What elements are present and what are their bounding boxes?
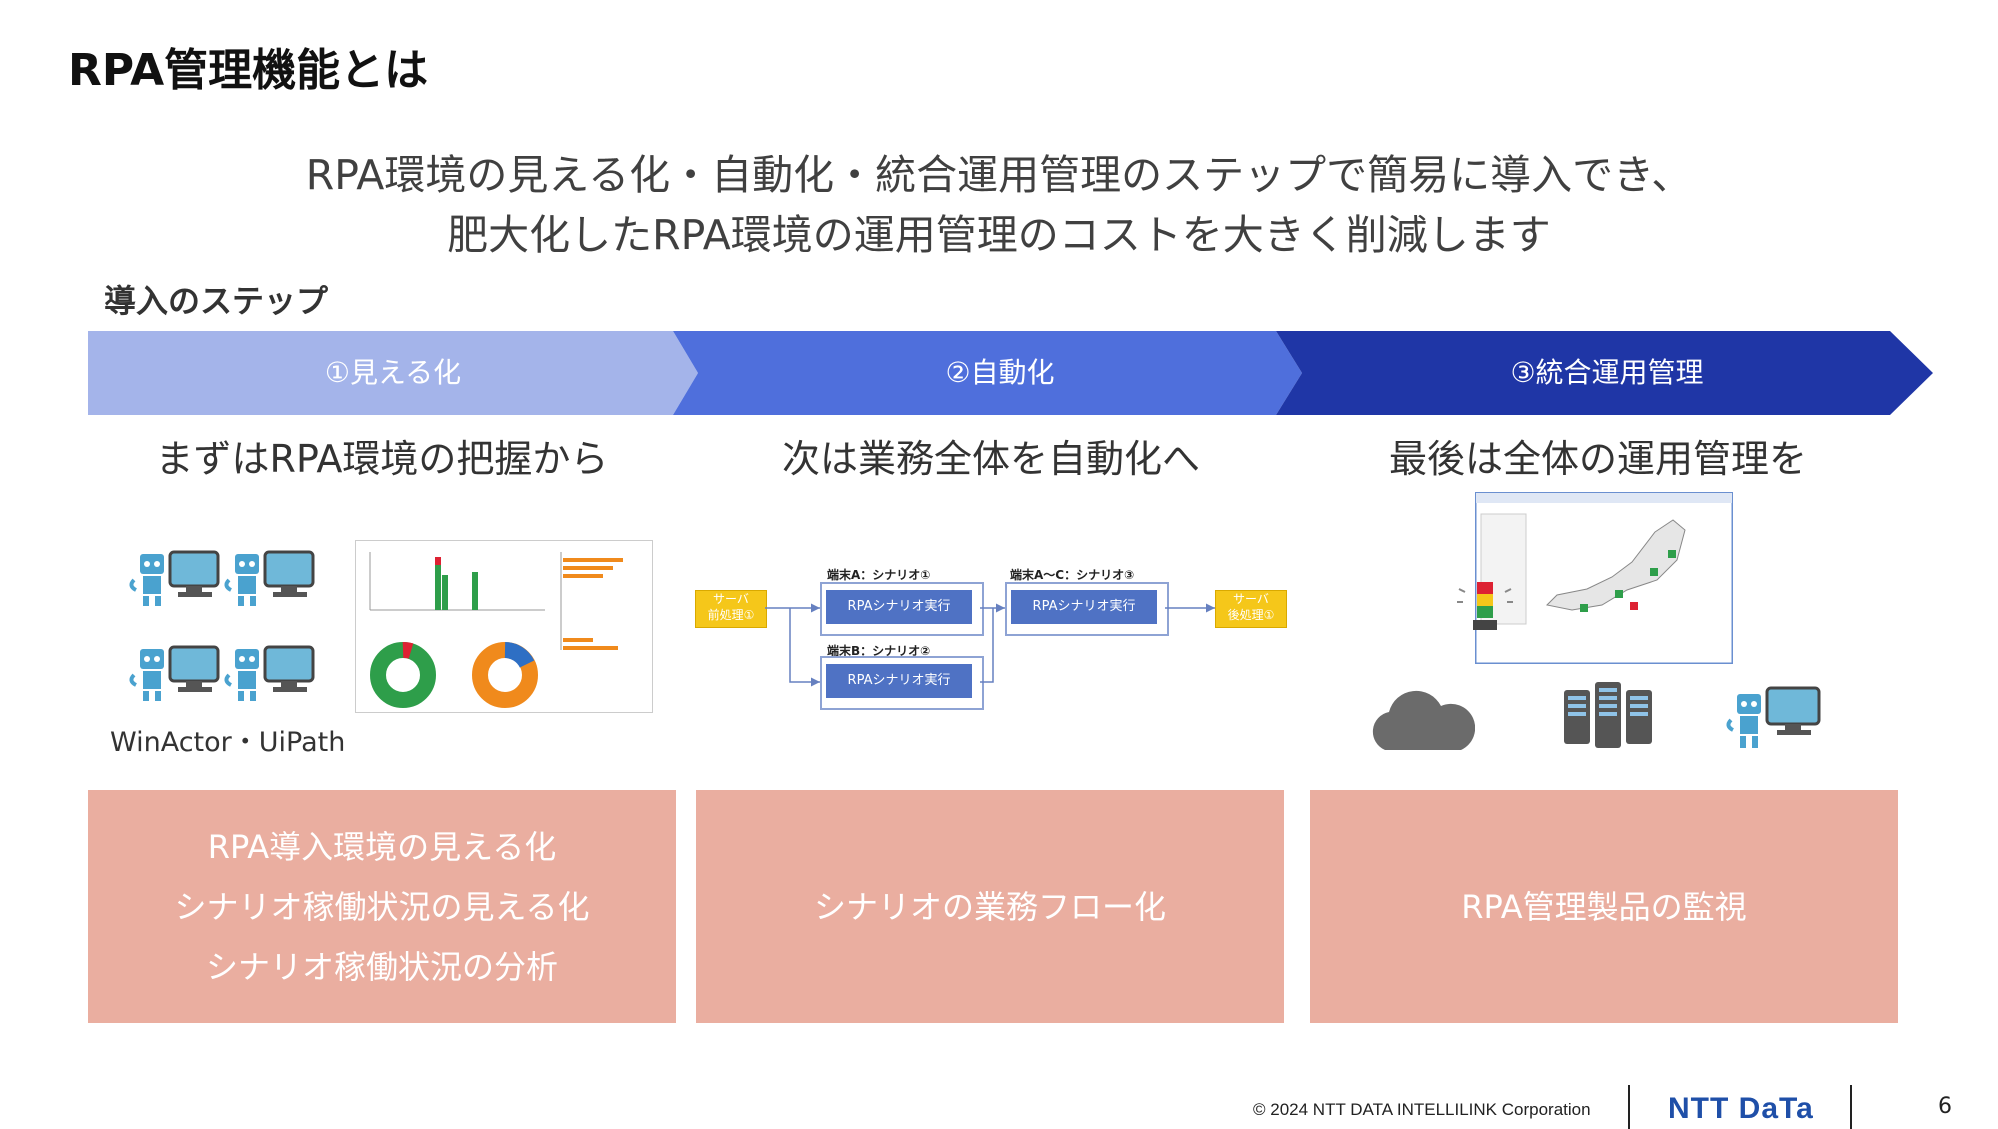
terminal-a-label: 端末A：シナリオ①: [827, 568, 931, 582]
page-title: RPA管理機能とは: [68, 45, 429, 96]
step-2-summary-line: シナリオの業務フロー化: [813, 887, 1166, 926]
step-1-summary-line: シナリオ稼働状況の分析: [205, 947, 558, 986]
terminal-ac-run-box: RPAシナリオ実行: [1011, 590, 1157, 624]
robot-pc-group: [129, 550, 315, 701]
step-1-summary-line: RPA導入環境の見える化: [207, 827, 557, 866]
ntt-data-logo: NTT DaTa: [1668, 1092, 1814, 1125]
page-number: 6: [1938, 1094, 1952, 1119]
flow-arrows: [765, 603, 1215, 687]
server-post-line-2: 後処理①: [1227, 608, 1275, 622]
footer-divider: [1628, 1085, 1630, 1129]
map-monitor-thumbnail: [1475, 492, 1733, 664]
step-2-label: ②自動化: [945, 356, 1055, 389]
winactor-uipath-label: WinActor・UiPath: [110, 727, 346, 758]
server-pre-box: サーバ 前処理①: [695, 590, 767, 628]
step-3-subtitle: 最後は全体の運用管理を: [1388, 437, 1807, 481]
step-1-summary-box: RPA導入環境の見える化 シナリオ稼働状況の見える化 シナリオ稼働状況の分析: [88, 790, 676, 1023]
step-2-subtitle: 次は業務全体を自動化へ: [781, 437, 1200, 481]
lead-text: RPA環境の見える化・自動化・統合運用管理のステップで簡易に導入でき、 肥大化し…: [0, 145, 1998, 265]
terminal-a-run-box: RPAシナリオ実行: [826, 590, 972, 624]
step-3-label: ③統合運用管理: [1510, 356, 1704, 389]
terminal-b-run-box: RPAシナリオ実行: [826, 664, 972, 698]
server-pre-line-1: サーバ: [713, 592, 749, 606]
robot-pc-icon: [129, 645, 220, 701]
step-1-subtitle: まずはRPA環境の把握から: [155, 437, 609, 481]
server-pre-line-2: 前処理①: [707, 608, 755, 622]
step-3-summary-box: RPA管理製品の監視: [1310, 790, 1898, 1023]
step-3-summary-line: RPA管理製品の監視: [1461, 887, 1747, 926]
server-post-line-1: サーバ: [1233, 592, 1269, 606]
step-1-chevron: [88, 331, 698, 415]
terminal-b-label: 端末B：シナリオ②: [827, 644, 931, 658]
server-icon: [1564, 682, 1652, 748]
footer-copyright: © 2024 NTT DATA INTELLILINK Corporation: [1253, 1100, 1591, 1119]
step-1-summary-line: シナリオ稼働状況の見える化: [174, 887, 590, 926]
robot-pc-icon: [129, 550, 220, 606]
lead-line-1: RPA環境の見える化・自動化・統合運用管理のステップで簡易に導入でき、: [305, 151, 1693, 199]
step-2-summary-box: シナリオの業務フロー化: [696, 790, 1284, 1023]
terminal-ac-label: 端末A〜C：シナリオ③: [1010, 568, 1135, 582]
footer-divider: [1850, 1085, 1852, 1129]
step-2-chevron: [673, 331, 1302, 415]
steps-heading: 導入のステップ: [104, 282, 329, 320]
step-chevron-bar: [88, 331, 1933, 415]
lead-line-2: 肥大化したRPA環境の運用管理のコストを大きく削減します: [447, 211, 1551, 259]
step-1-label: ①見える化: [324, 356, 462, 389]
cloud-icon: [1372, 690, 1475, 750]
robot-pc-icon: [224, 645, 315, 701]
step-3-chevron: [1276, 331, 1933, 415]
robot-pc-icon: [224, 550, 315, 606]
server-post-box: サーバ 後処理①: [1215, 590, 1287, 628]
robot-pc-icon: [1726, 686, 1821, 748]
dashboard-thumbnail: [355, 540, 653, 713]
signal-tower-icon: [1457, 582, 1513, 630]
